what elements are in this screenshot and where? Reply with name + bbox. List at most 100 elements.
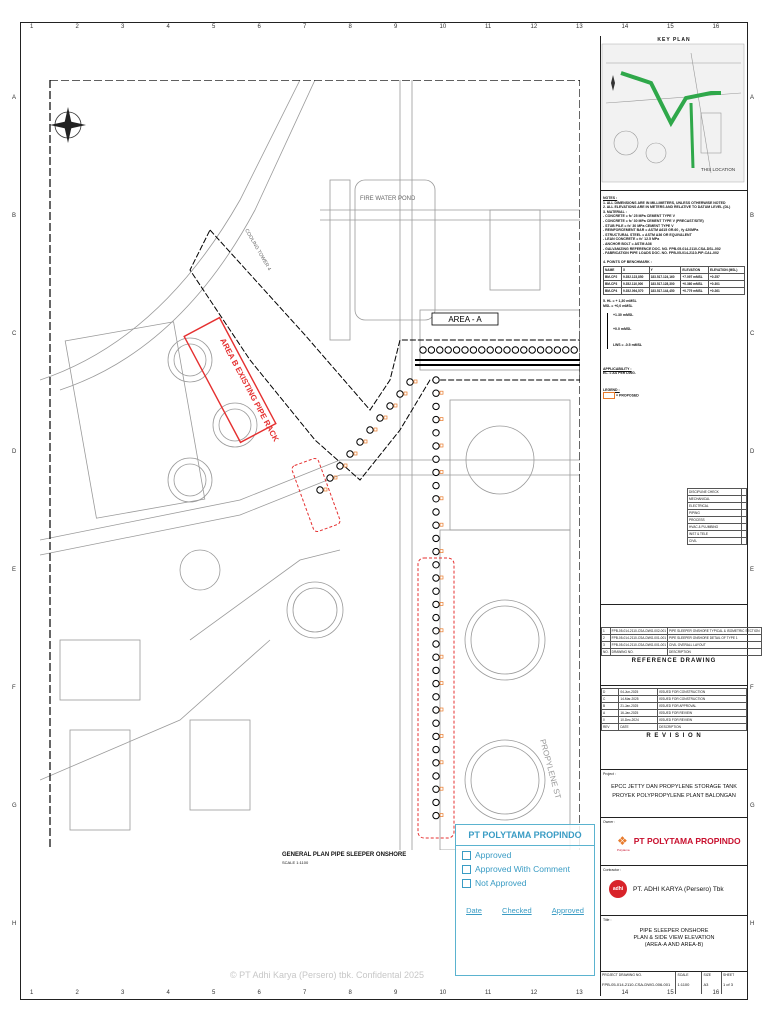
ruler-number: 9 [394,24,398,30]
table-cell: +0.261 [707,287,746,296]
note-line: - ANCHOR BOLT = ASTM A36 [603,241,652,246]
table-cell: HVAC & PLUMBING [686,523,743,531]
ruler-letter: F [750,685,754,691]
stamp-approved-col: Approved [551,906,584,915]
approved-checkbox[interactable]: Approved [462,850,594,860]
ruler-letter: G [12,803,17,809]
red-cloud-area-a [417,557,455,839]
table-cell [741,488,747,496]
table-cell: CIVIL [686,537,743,545]
key-plan-map: THIS LOCATION [601,43,745,183]
approved-with-comment-checkbox[interactable]: Approved With Comment [462,864,594,874]
table-cell: Y [648,266,682,275]
table-cell: 9.352.110,000 [620,280,650,289]
table-row: MECHANICAL [686,495,747,503]
ruler-number: 3 [121,24,125,30]
table-row: HVAC & PLUMBING [686,523,747,531]
proposed-marker [439,681,444,685]
sleeper-marker [366,426,374,434]
proposed-marker [439,522,444,527]
table-cell [741,537,747,545]
note-line: - GALVANIZING REFERENCE DOC. NO. FPB-05-… [603,246,721,251]
ruler-letter: G [750,803,755,809]
sleeper-marker [432,627,440,635]
proposed-marker [439,390,444,395]
table-cell: NAME [603,266,622,275]
table-cell: A [600,709,620,717]
sleeper-marker [396,390,404,398]
confidential-watermark: © PT Adhi Karya (Persero) tbk. Confident… [230,970,425,980]
ruler-number: 10 [439,24,447,30]
sleeper-marker [494,346,503,354]
title-block-panel: KEY PLAN THIS LOCATION NOTES : 1. ALL DI… [600,36,762,996]
table-cell: FPB-05-014-2110-CSA-DWG-001-001 [609,641,669,649]
note-line: - STRUCTURAL STEEL = ASTM A36 OR EQUIVAL… [603,232,692,237]
proposed-marker [439,417,444,421]
ruler-letter: H [750,921,755,927]
table-cell: 14-Mar-2025 [618,695,659,703]
sleeper-marker [562,346,570,354]
drawing-number: FPB-05-014-2110-CSA-DWG-006-001 [602,982,671,987]
ruler-letter: C [12,331,17,337]
sleeper-marker [432,706,440,714]
owner-block: Owner : ❖ PT POLYTAMA PROPINDO Polytama [601,818,747,866]
table-cell [741,495,747,503]
proposed-marker [413,379,418,384]
proposed-marker [439,760,444,765]
sleeper-marker [316,486,324,494]
proposed-marker [439,707,444,712]
proposed-marker [333,475,338,480]
table-cell: 04-Jun-2025 [618,688,659,696]
north-arrow-icon [50,107,86,143]
note-line: 3. MATERIAL : [603,209,627,214]
sleeper-marker [432,640,440,648]
notes-section: NOTES : 1. ALL DIMENSIONS ARE IN MILLIME… [601,194,747,694]
table-cell: CIVIL OVERALL LAYOUT [667,641,762,649]
ruler-letter: F [12,685,16,691]
sleeper-marker [503,346,511,354]
proposed-marker [343,463,348,468]
table-row: ELECTRICAL [686,502,747,510]
road-west [40,80,301,381]
ruler-letter: C [750,331,755,337]
table-cell [741,523,747,531]
table-cell: +0.779 mMSL [680,287,709,296]
ruler-number: 16 [712,24,720,30]
table-cell: +0.301 [707,280,746,289]
sleeper-marker [469,346,478,354]
ruler-number: 12 [530,990,538,996]
sleeper-marker [432,561,440,569]
table-cell: C [600,695,620,703]
note-line: - FABRICATION PIPE LOADS DOC. NO. FPB-05… [603,251,719,256]
area-b-label: AREA B EXISTING PIPE RACK [218,337,280,444]
table-cell: 2 [601,634,611,642]
drawing-frame [20,22,748,1000]
sleeper-marker [461,346,469,354]
ruler-number: 6 [257,24,261,30]
table-cell: PIPING [686,509,743,517]
ruler-number: 15 [667,990,674,996]
table-cell: REV [600,723,620,731]
not-approved-checkbox[interactable]: Not Approved [462,878,594,888]
proposed-marker [363,439,368,444]
table-cell: DISCIPLINE CHECK [686,488,743,496]
table-cell: FPB-05-014-2110-CSA-DWG-002-001 [609,627,669,635]
ruler-number: 14 [621,24,629,30]
sleeper-marker [432,587,440,595]
proposed-marker [393,403,398,408]
ruler-letter: A [12,95,17,101]
ruler-letter: A [750,95,755,101]
proposed-marker [439,443,444,448]
sleeper-marker [432,666,440,675]
sleeper-marker [326,474,334,482]
table-cell: D [600,688,620,696]
ruler-letter: B [750,213,755,219]
sleeper-marker [432,732,440,741]
sleeper-marker [432,521,440,529]
sleeper-marker [432,547,440,556]
